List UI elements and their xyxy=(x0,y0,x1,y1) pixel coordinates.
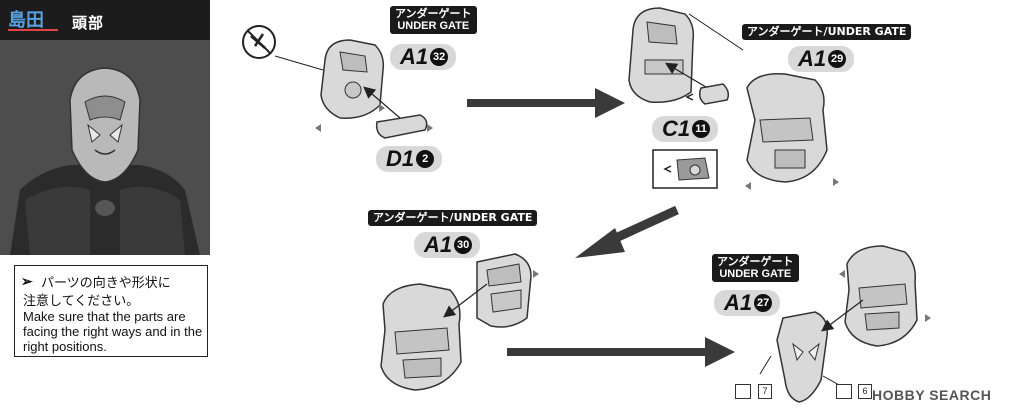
under-gate-label: アンダーゲート/UNDER GATE xyxy=(373,211,533,224)
part-a1-30-assembled xyxy=(821,245,931,347)
under-gate-badge-3: アンダーゲート/UNDER GATE xyxy=(368,210,538,226)
part-letter: C1 xyxy=(662,116,691,141)
part-label-a1-30: A1 30 xyxy=(414,232,481,258)
figure-illustration xyxy=(0,40,210,255)
caution-note: ➢ パーツの向きや形状に 注意してください。 Make sure that th… xyxy=(14,265,208,357)
step-arrow-3 xyxy=(507,337,735,367)
part-a1-32-assembled xyxy=(628,7,744,104)
note-english-text: Make sure that the parts are facing the … xyxy=(23,309,203,354)
part-label-a1-27: A1 27 xyxy=(714,290,781,316)
part-letter: A1 xyxy=(400,44,429,69)
step-arrow-2 xyxy=(575,205,679,258)
part-letter: D1 xyxy=(386,146,415,171)
note-arrow-icon: ➢ xyxy=(21,273,33,289)
part-number: 32 xyxy=(430,48,449,66)
under-gate-badge-1: アンダーゲート UNDER GATE xyxy=(390,6,477,34)
part-label-a1-29: A1 29 xyxy=(788,46,855,72)
note-japanese-line-2: 注意してください。 xyxy=(23,294,140,309)
part-number: 11 xyxy=(692,120,711,138)
header-panel: 島田 頭部 xyxy=(0,0,210,255)
marker-number-right: 6 xyxy=(858,384,872,399)
marker-number-left: 7 xyxy=(758,384,772,399)
part-a1-29 xyxy=(745,73,839,190)
section-title: 頭部 xyxy=(72,14,105,32)
under-gate-ja: アンダーゲート xyxy=(395,7,472,20)
part-c1-11 xyxy=(685,83,730,105)
part-label-c1-11: C1 11 xyxy=(652,116,719,142)
step-arrow-1 xyxy=(467,88,625,118)
part-letter: A1 xyxy=(798,46,827,71)
under-gate-badge-4: アンダーゲート UNDER GATE xyxy=(712,254,799,282)
under-gate-en: UNDER GATE xyxy=(397,20,470,32)
orientation-inset xyxy=(652,149,718,189)
part-letter: A1 xyxy=(724,290,753,315)
part-number: 2 xyxy=(416,150,435,168)
part-a1-30 xyxy=(476,253,539,328)
sticker-icon-right xyxy=(836,384,852,399)
part-number: 29 xyxy=(828,50,847,68)
under-gate-en: UNDER GATE xyxy=(719,268,792,280)
brand-logo: 島田 xyxy=(4,6,66,34)
under-gate-ja: アンダーゲート xyxy=(717,255,794,268)
assembly-diagram xyxy=(242,7,931,403)
sticker-icon-left xyxy=(735,384,751,399)
part-letter: A1 xyxy=(424,232,453,257)
no-cut-icon xyxy=(242,25,324,71)
watermark: HOBBY SEARCH xyxy=(872,387,992,403)
part-number: 30 xyxy=(454,236,473,254)
svg-text:島田: 島田 xyxy=(8,9,44,31)
part-number: 27 xyxy=(754,294,773,312)
part-a1-32 xyxy=(315,39,385,132)
part-label-a1-32: A1 32 xyxy=(390,44,457,70)
part-label-d1-2: D1 2 xyxy=(376,146,443,172)
note-japanese-line-1: パーツの向きや形状に xyxy=(41,276,171,291)
under-gate-badge-2: アンダーゲート/UNDER GATE xyxy=(742,24,912,40)
part-d1-2 xyxy=(363,86,433,139)
under-gate-label: アンダーゲート/UNDER GATE xyxy=(747,25,907,38)
part-a1-29-assembled xyxy=(380,283,488,391)
